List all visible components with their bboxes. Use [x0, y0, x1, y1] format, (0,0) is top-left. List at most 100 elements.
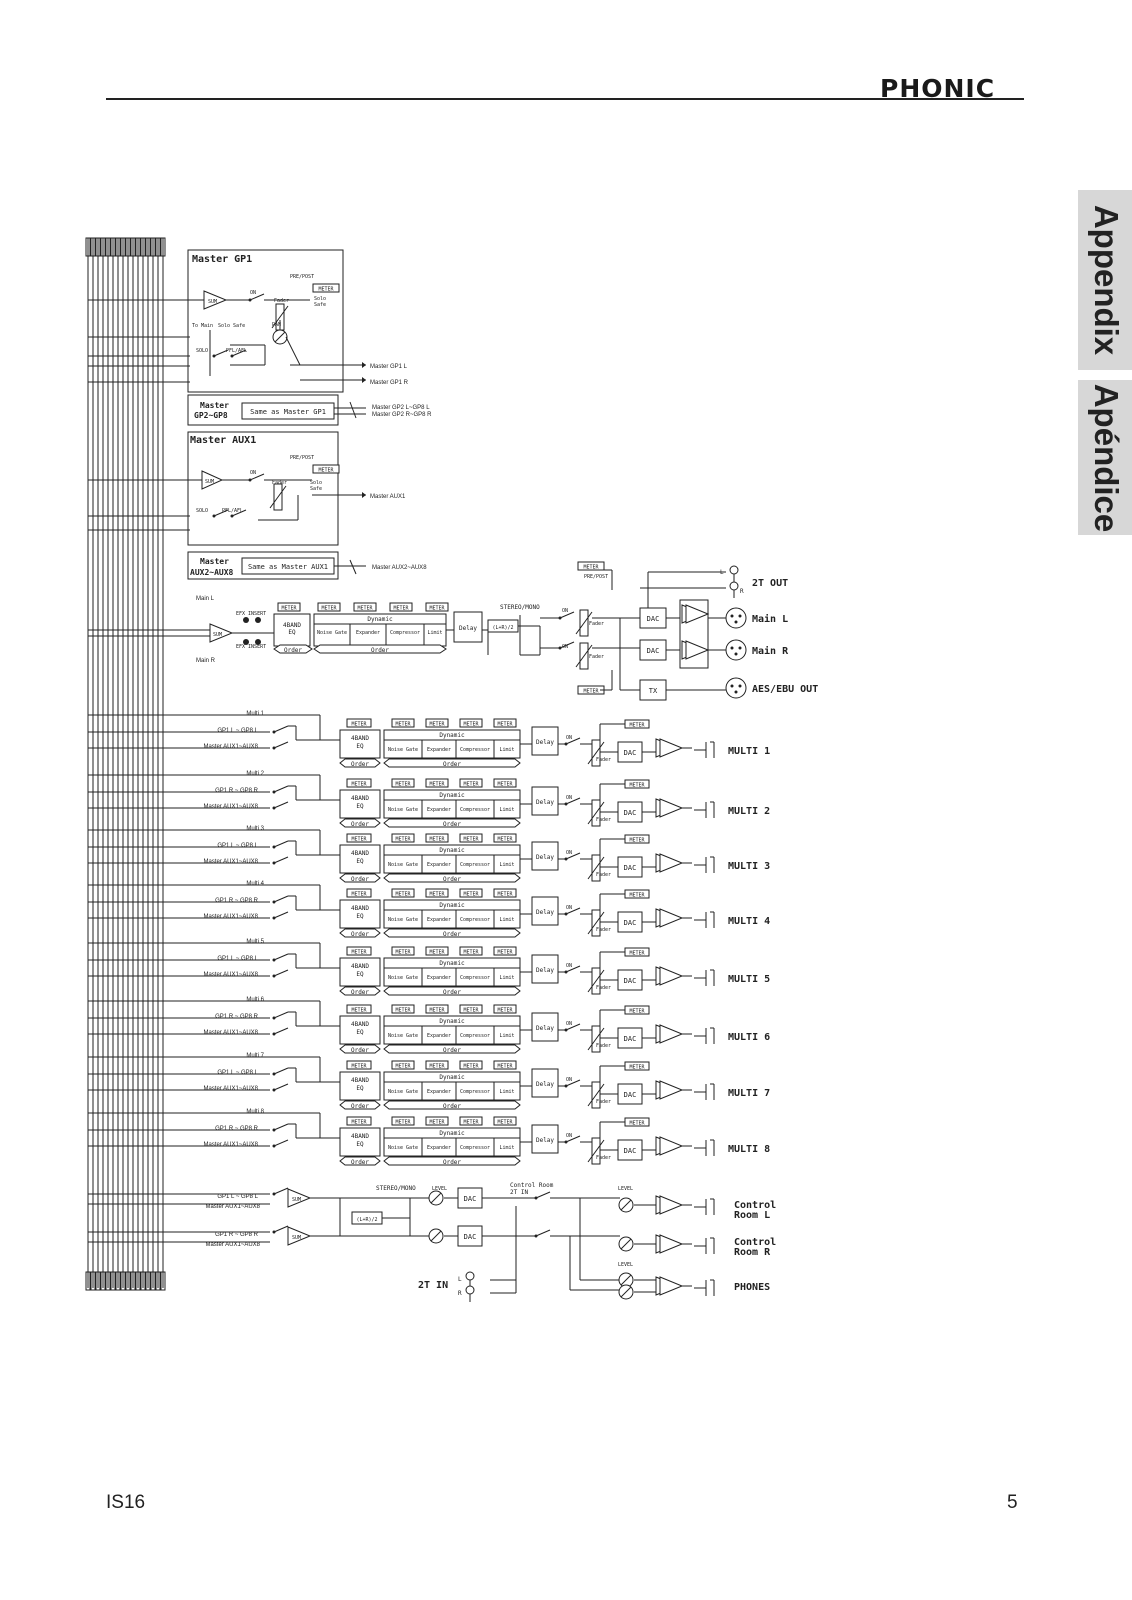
- meter-label: METER: [429, 1064, 445, 1070]
- on-switch-icon: [559, 641, 575, 649]
- fader-label: Fader: [596, 817, 611, 823]
- tab-appendix[interactable]: Appendix: [1078, 190, 1132, 370]
- multi-gp-label: GP1 R ~ GP8 R: [215, 1014, 259, 1020]
- footer-page-number: 5: [1007, 1492, 1018, 1513]
- noise-gate-label: Noise Gate: [388, 1145, 418, 1151]
- master-aux2-out: Master AUX2~AUX8: [372, 565, 427, 571]
- noise-gate-label: Noise Gate: [388, 747, 418, 753]
- order-label: Order: [351, 989, 369, 996]
- multi-dyn-meter-box: [459, 888, 483, 898]
- expander-label: Expander: [427, 1089, 451, 1095]
- on-switch-icon: [565, 1135, 581, 1143]
- delay-label: Delay: [536, 967, 554, 974]
- multi-dyn-meter-box: [493, 888, 517, 898]
- fader-label: Fader: [596, 985, 611, 991]
- multi-source-switch-icon: [273, 953, 289, 961]
- stereo-mono-label: STEREO/MONO: [376, 1185, 416, 1192]
- multi-out-label: MULTI 8: [728, 1144, 770, 1155]
- noise-gate-label: Noise Gate: [388, 975, 418, 981]
- limit-label: Limit: [499, 1033, 514, 1039]
- 2t-out-rca-l-icon: [729, 565, 739, 575]
- multi-dyn-meter-box: [425, 1004, 449, 1014]
- order-arrow-box: [383, 928, 521, 938]
- meter-label: METER: [497, 837, 513, 843]
- switch-pivot: [534, 1196, 538, 1200]
- master-aux2-title: Master: [200, 557, 229, 566]
- pre-post-label: PRE/POST: [290, 455, 314, 461]
- compressor-label: Compressor: [460, 917, 490, 923]
- meter-box: [312, 464, 340, 474]
- multi-eq-box: [339, 1015, 381, 1045]
- knob-pointer: [620, 1286, 632, 1298]
- bus-footer-tick: [150, 1271, 156, 1291]
- switch-pivot: [272, 790, 276, 794]
- level-label: LEVEL: [618, 1186, 633, 1192]
- junction-dot: [243, 617, 249, 623]
- multi-delay-box: [531, 1124, 559, 1154]
- order-arrow-box: [339, 1100, 381, 1110]
- multi-dyn-meter-box: [459, 718, 483, 728]
- multi-meter-box: [346, 888, 372, 898]
- 2t-in-label: 2T IN: [418, 1280, 448, 1291]
- xlr-pin: [738, 684, 742, 688]
- meter-label: METER: [629, 1121, 645, 1127]
- bus-footer-tick: [95, 1271, 101, 1291]
- dyn-meter-box: [425, 602, 449, 612]
- multi-dyn-meter-box: [493, 718, 517, 728]
- bus-footer-tick: [110, 1271, 116, 1291]
- bus-header-tick: [90, 237, 96, 257]
- multi-source-switch-icon: [273, 1011, 289, 1019]
- noise-gate-label: Noise Gate: [388, 1089, 418, 1095]
- noise-gate-label: Noise Gate: [317, 630, 347, 636]
- multi-dyn-meter-box: [391, 1004, 415, 1014]
- switch-pivot: [272, 958, 276, 962]
- pfl-switch-icon: [231, 509, 247, 517]
- multi-source-switch-icon: [273, 1139, 289, 1147]
- meter-label: METER: [429, 1008, 445, 1014]
- cr-l-out-label: Control: [734, 1200, 776, 1211]
- master-gp1-out-r: Master GP1 R: [370, 380, 409, 386]
- bus-footer-tick: [140, 1271, 146, 1291]
- fader-arrow: [575, 644, 593, 668]
- dac-label: DAC: [464, 1195, 477, 1203]
- multi-eq-box: [339, 844, 381, 874]
- dynamic-label: Dynamic: [439, 902, 465, 909]
- stereo-mono-label: STEREO/MONO: [500, 604, 540, 611]
- switch-pivot: [272, 1144, 276, 1148]
- cr-gp-l-label: GP1 L ~ GP8 L: [217, 1194, 258, 1200]
- cr-switch-icon: [273, 1225, 289, 1233]
- multi-out-label: MULTI 4: [728, 916, 770, 927]
- order-arrow-box: [339, 928, 381, 938]
- dac-label: DAC: [624, 864, 637, 872]
- solo-label: SOLO: [196, 348, 208, 354]
- junction-dot: [255, 617, 261, 623]
- dac-label: DAC: [464, 1233, 477, 1241]
- order-label: Order: [351, 931, 369, 938]
- phones-out-label: PHONES: [734, 1282, 770, 1293]
- meter-label: METER: [463, 782, 479, 788]
- knob-pointer: [620, 1274, 632, 1286]
- xlr-pin: [730, 684, 734, 688]
- meter-label: METER: [395, 1008, 411, 1014]
- multi-out-label: MULTI 7: [728, 1088, 770, 1099]
- xlr-pin: [734, 690, 738, 694]
- master-gp2-title: Master: [200, 401, 229, 410]
- solo-switch-icon: [213, 509, 229, 517]
- master-gp1-title: Master GP1: [192, 254, 252, 265]
- multi-dyn-meter-box: [459, 778, 483, 788]
- tab-apendice[interactable]: Apéndice: [1078, 380, 1132, 535]
- header-rule: [106, 98, 1024, 100]
- fader-arrow: [587, 969, 605, 993]
- efx-insert-label: EFX INSERT: [236, 644, 266, 650]
- bus-footer-tick: [100, 1271, 106, 1291]
- expander-label: Expander: [427, 1033, 451, 1039]
- multi-aux-label: Master AUX1~AUX8: [203, 1086, 258, 1092]
- delay-label: Delay: [536, 799, 554, 806]
- meter-label: METER: [321, 606, 337, 612]
- noise-gate-label: Noise Gate: [388, 1033, 418, 1039]
- bus-header-tick: [155, 237, 161, 257]
- meter-label: METER: [629, 783, 645, 789]
- bus-footer-tick: [125, 1271, 131, 1291]
- meter-label: METER: [429, 722, 445, 728]
- switch-pivot: [272, 974, 276, 978]
